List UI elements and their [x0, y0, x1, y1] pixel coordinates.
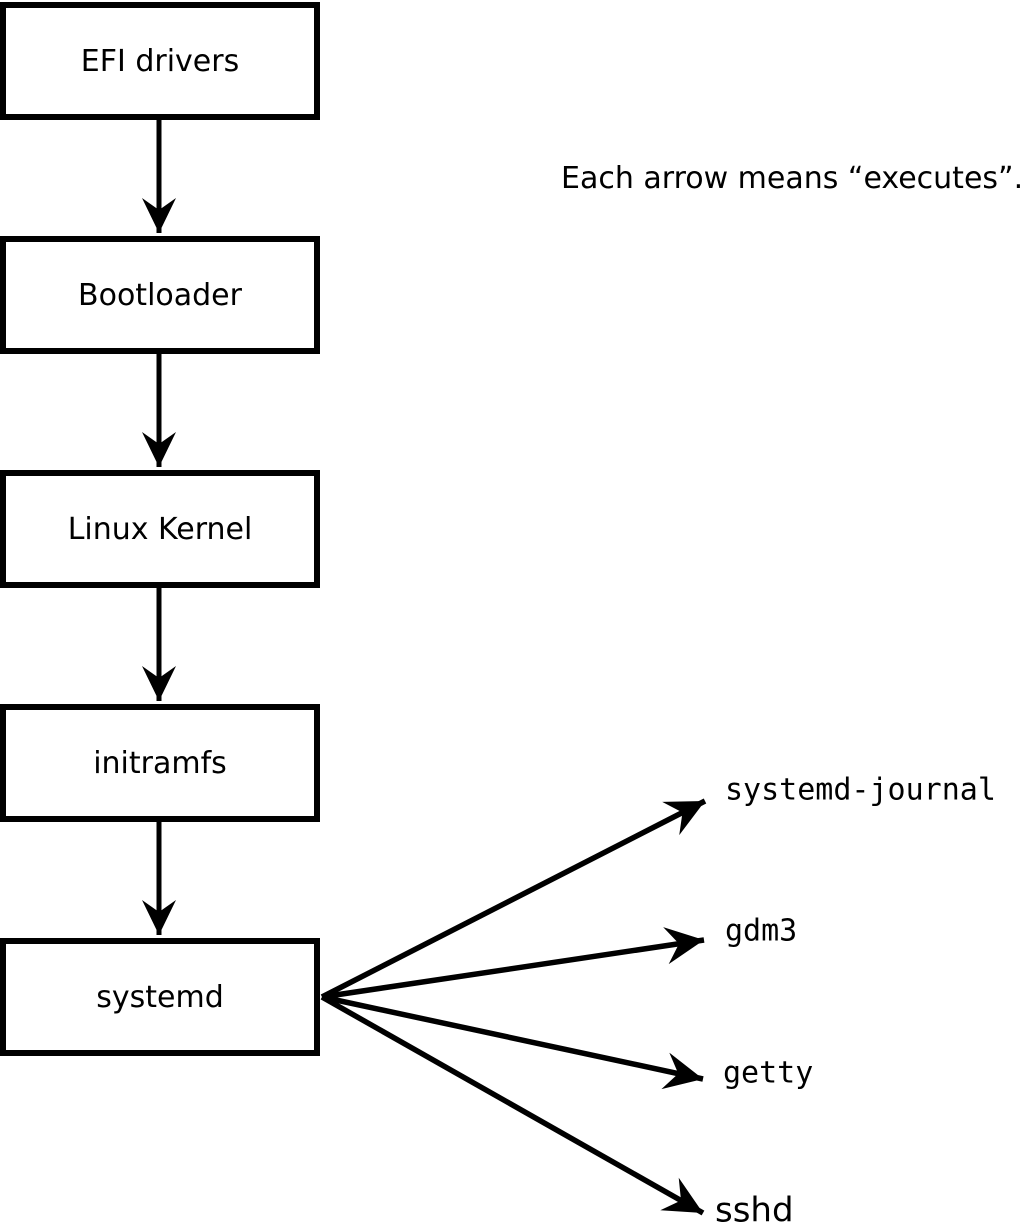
arrow-systemd-to-sshd-getty	[321, 994, 704, 1090]
node-linux-kernel: Linux Kernel	[0, 470, 320, 588]
arrow-systemd-to-gdm3	[321, 927, 705, 1000]
node-label: EFI drivers	[80, 43, 240, 79]
node-label: Bootloader	[78, 277, 242, 313]
node-systemd: systemd	[0, 938, 320, 1056]
arrow-systemd-to-sshd	[320, 994, 705, 1216]
arrow-legend-note: Each arrow means “executes”.	[561, 161, 1023, 196]
label-sshd: sshd	[715, 1190, 794, 1230]
node-efi-drivers: EFI drivers	[0, 2, 320, 120]
arrow-systemd-to-systemd-journal	[320, 798, 707, 1000]
node-label: Linux Kernel	[67, 511, 253, 547]
node-label: systemd	[96, 979, 224, 1015]
label-getty: getty	[723, 1055, 814, 1091]
label-gdm3: gdm3	[725, 913, 798, 949]
label-systemd-journal: systemd-journal	[725, 772, 996, 808]
node-bootloader: Bootloader	[0, 236, 320, 354]
node-label: initramfs	[93, 745, 227, 781]
node-initramfs: initramfs	[0, 704, 320, 822]
